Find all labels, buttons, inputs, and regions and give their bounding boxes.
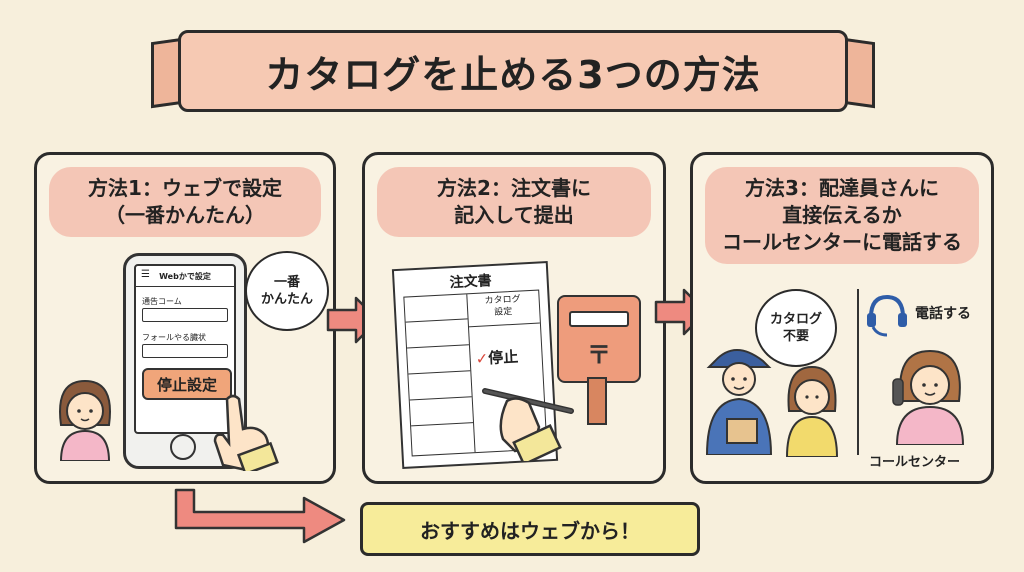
method2-panel: 方法2：注文書に 記入して提出 注文書 カタログ 設定 ✓停止	[362, 152, 666, 484]
screen-header: Webかで設定	[159, 272, 211, 281]
mailbox-icon: 〒	[557, 295, 641, 383]
bubble-line1: 一番	[273, 275, 300, 290]
field2-input	[142, 344, 228, 358]
woman-listening-icon	[785, 365, 839, 457]
recommendation-text: おすすめはウェブから！	[420, 518, 640, 543]
page-title: カタログを止める3つの方法	[178, 30, 848, 112]
field2-label: フォールやる臓状	[142, 333, 206, 342]
bubble3-line1: カタログ	[769, 312, 822, 327]
method3-heading-line2: 直接伝えるか	[782, 203, 902, 227]
field1-input	[142, 308, 228, 322]
bubble-line2: かんたん	[260, 292, 313, 307]
stop-entry: ✓停止	[475, 346, 519, 369]
call-center-woman-icon	[892, 349, 965, 445]
tapping-hand-icon	[213, 394, 279, 471]
check-mark-icon: ✓	[475, 349, 489, 368]
recommendation-box: おすすめはウェブから！	[360, 502, 700, 556]
call-center-label: コールセンター	[869, 455, 961, 470]
hand-writing-pen-icon	[482, 388, 574, 461]
woman-thinking-icon	[59, 379, 111, 461]
recommend-arrow-icon	[174, 488, 346, 544]
menu-icon: ☰	[141, 269, 150, 280]
stop-setting-button: 停止設定	[142, 368, 232, 400]
headset-icon	[867, 294, 907, 337]
delivery-person-icon	[705, 349, 773, 455]
bubble3-line2: 不要	[782, 329, 809, 344]
method3-heading-line3: コールセンターに電話する	[722, 230, 962, 254]
method1-panel: 方法1：ウェブで設定 （一番かんたん） ☰ Webかで設定 通告コーム フォール…	[34, 152, 336, 484]
method2-heading-line2: 記入して提出	[454, 203, 574, 227]
method1-heading-line1: 方法1：ウェブで設定	[88, 176, 282, 200]
method2-heading-line1: 方法2：注文書に	[437, 176, 591, 200]
phone-screen: ☰ Webかで設定 通告コーム フォールやる臓状 停止設定	[134, 264, 236, 434]
mailbox-post	[587, 377, 607, 425]
method1-heading-line2: （一番かんたん）	[105, 203, 265, 227]
method1-heading: 方法1：ウェブで設定 （一番かんたん）	[49, 167, 321, 237]
column-line2: 設定	[494, 306, 513, 318]
easiest-speech-bubble: 一番 かんたん	[245, 251, 329, 331]
no-catalog-speech-bubble: カタログ 不要	[755, 289, 837, 367]
catalog-column-header: カタログ 設定	[468, 293, 537, 321]
stop-text: 停止	[487, 347, 519, 368]
field1-label: 通告コーム	[142, 297, 182, 306]
page-title-text: カタログを止める3つの方法	[265, 52, 761, 97]
method2-heading: 方法2：注文書に 記入して提出	[377, 167, 651, 237]
divider	[857, 289, 859, 455]
method3-heading: 方法3：配達員さんに 直接伝えるか コールセンターに電話する	[705, 167, 979, 264]
method3-heading-line1: 方法3：配達員さんに	[745, 176, 939, 200]
smartphone-illustration: ☰ Webかで設定 通告コーム フォールやる臓状 停止設定	[123, 253, 247, 469]
method3-panel: 方法3：配達員さんに 直接伝えるか コールセンターに電話する カタログ 不要 電…	[690, 152, 994, 484]
home-button-icon	[170, 434, 196, 460]
phone-call-label: 電話する	[915, 306, 971, 322]
